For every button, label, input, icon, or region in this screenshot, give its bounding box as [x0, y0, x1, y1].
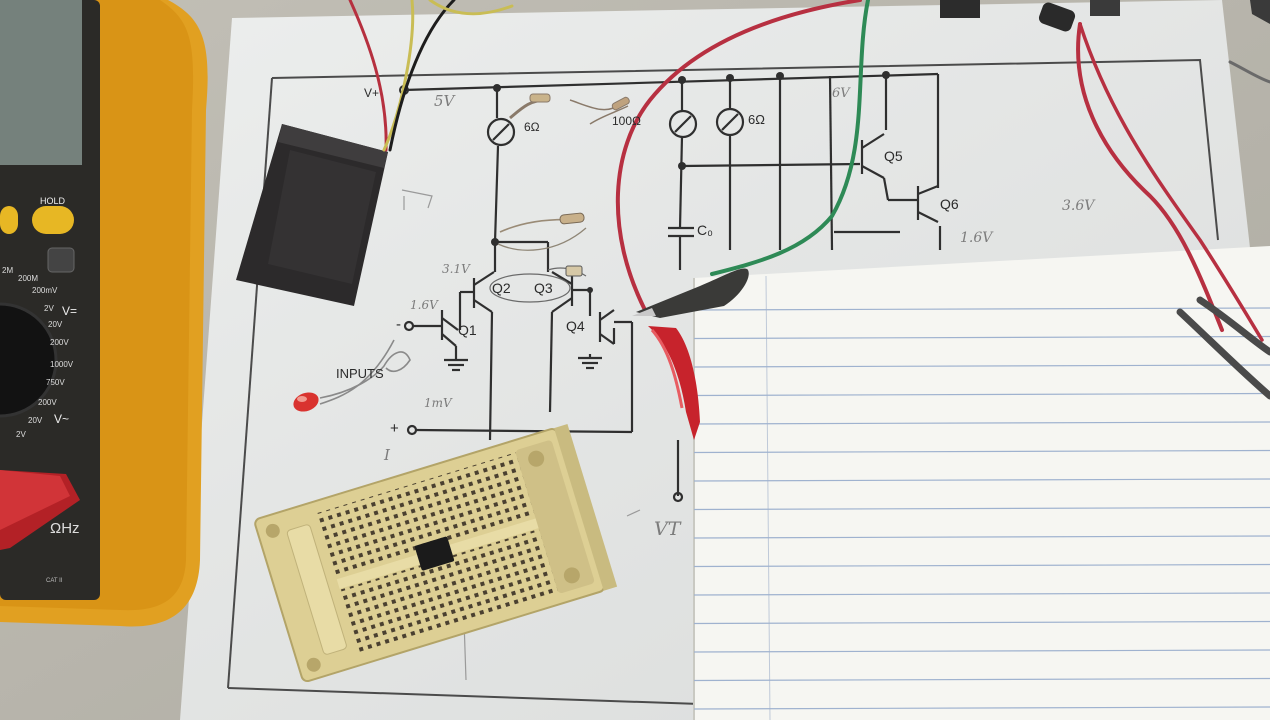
- notebook-line: [693, 478, 1270, 482]
- cap-label: C₀: [697, 222, 713, 238]
- q6-label: Q6: [940, 196, 959, 212]
- vt-label: VT: [654, 518, 681, 540]
- minus-terminal-label: -: [396, 316, 401, 333]
- wires: [348, 0, 1270, 400]
- range-1000v: 1000V: [50, 360, 74, 369]
- input-label: INPUTS: [336, 366, 384, 381]
- multimeter: [0, 0, 208, 627]
- range-2m: 2M: [2, 266, 14, 275]
- notebook-line: [693, 506, 1270, 511]
- notebook-line: [693, 620, 1270, 625]
- notebook-line: [693, 392, 1270, 397]
- supply-note: 5V: [434, 92, 455, 110]
- ohm-hz-label: ΩHz: [50, 520, 80, 537]
- notebook-line: [693, 307, 1270, 311]
- schematic-nodes: [399, 71, 890, 293]
- range-2v: 2V: [44, 304, 54, 313]
- range-200v-ac: 200V: [38, 398, 57, 407]
- schematic-frame: [227, 58, 1219, 705]
- notebook-line: [693, 364, 1270, 368]
- resistor-components: [489, 93, 630, 303]
- note-q2: 3.1V: [442, 262, 470, 276]
- q2-label: Q2: [492, 280, 511, 296]
- q4-label: Q4: [566, 318, 585, 334]
- note-input: 1mV: [424, 396, 452, 410]
- hold-button[interactable]: [32, 206, 74, 234]
- range-200v: 200V: [50, 338, 69, 347]
- black-module: [236, 124, 388, 306]
- hold-label: HOLD: [40, 196, 66, 206]
- top-components: [940, 0, 1270, 32]
- notebook-line: [693, 335, 1270, 340]
- notebook-line: [693, 535, 1270, 539]
- plus-terminal-label: +: [390, 420, 399, 437]
- note-q6: 1.6V: [960, 230, 993, 246]
- vplus-label: V+: [364, 86, 380, 100]
- note-right: 3.6V: [1062, 198, 1095, 214]
- schematic-circuit: [403, 72, 942, 503]
- note-top: 6V: [832, 86, 850, 101]
- range-20v: 20V: [48, 320, 63, 329]
- ic-chip: [414, 536, 455, 571]
- notebook-line: [693, 649, 1270, 653]
- note-bottom: I: [384, 446, 390, 464]
- rotary-dial[interactable]: [0, 302, 58, 418]
- led-component: [293, 339, 411, 412]
- q3-label: Q3: [534, 280, 553, 296]
- notebook-line: [693, 563, 1270, 568]
- q5-label: Q5: [884, 148, 903, 164]
- range-20v-ac: 20V: [28, 416, 43, 425]
- notebook-line: [693, 421, 1270, 425]
- range-750v: 750V: [46, 378, 65, 387]
- range-200m: 200M: [18, 274, 39, 283]
- breadboard: [254, 424, 618, 683]
- note-q1: 1.6V: [410, 298, 438, 312]
- range-2v-ac: 2V: [16, 430, 26, 439]
- notebook-line: [693, 677, 1270, 682]
- notebook: [693, 246, 1270, 720]
- notebook-line: [693, 592, 1270, 596]
- v-ac-label: V~: [54, 412, 70, 426]
- alligator-clips: [632, 268, 749, 440]
- range-200mv: 200mV: [32, 286, 58, 295]
- v-dc-label: V=: [62, 304, 78, 318]
- r2-label: 100Ω: [612, 114, 641, 128]
- cat-label: CAT II: [46, 578, 63, 584]
- r1-label: 6Ω: [524, 120, 540, 134]
- r3-label: 6Ω: [748, 112, 765, 127]
- notebook-line: [693, 706, 1270, 710]
- q1-label: Q1: [458, 322, 477, 338]
- notebook-line: [693, 449, 1270, 454]
